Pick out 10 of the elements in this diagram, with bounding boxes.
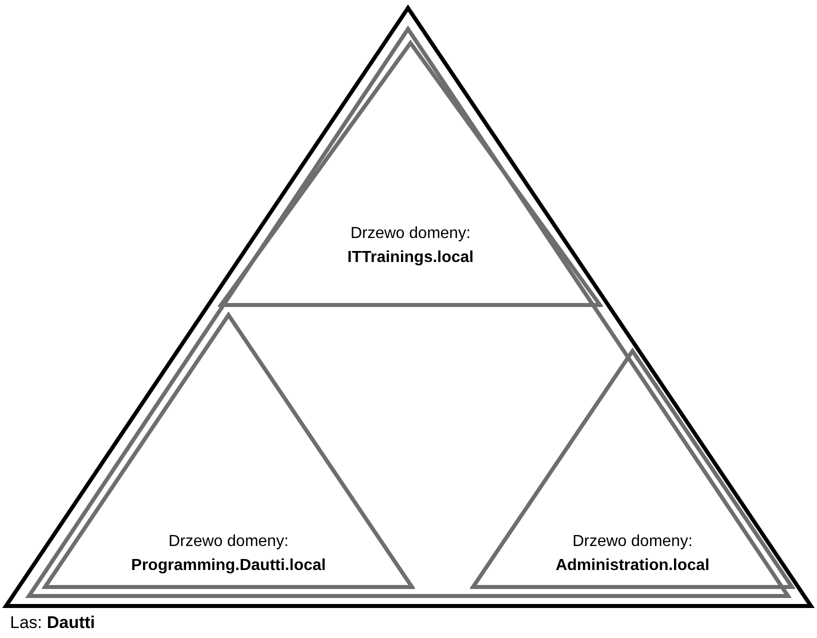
tree-label: Drzewo domeny: <box>572 532 693 552</box>
domain-tree-triangle <box>42 312 415 590</box>
domain-name: Programming.Dautti.local <box>131 556 326 576</box>
domain-tree-triangle <box>470 348 795 590</box>
forest-label: Las: Dautti <box>10 612 96 634</box>
tree-label: Drzewo domeny: <box>350 224 471 244</box>
tree-label: Drzewo domeny: <box>168 532 289 552</box>
domain-name: Administration.local <box>556 556 710 576</box>
domain-name: ITTrainings.local <box>347 248 474 268</box>
domain-tree-triangle <box>218 40 603 308</box>
